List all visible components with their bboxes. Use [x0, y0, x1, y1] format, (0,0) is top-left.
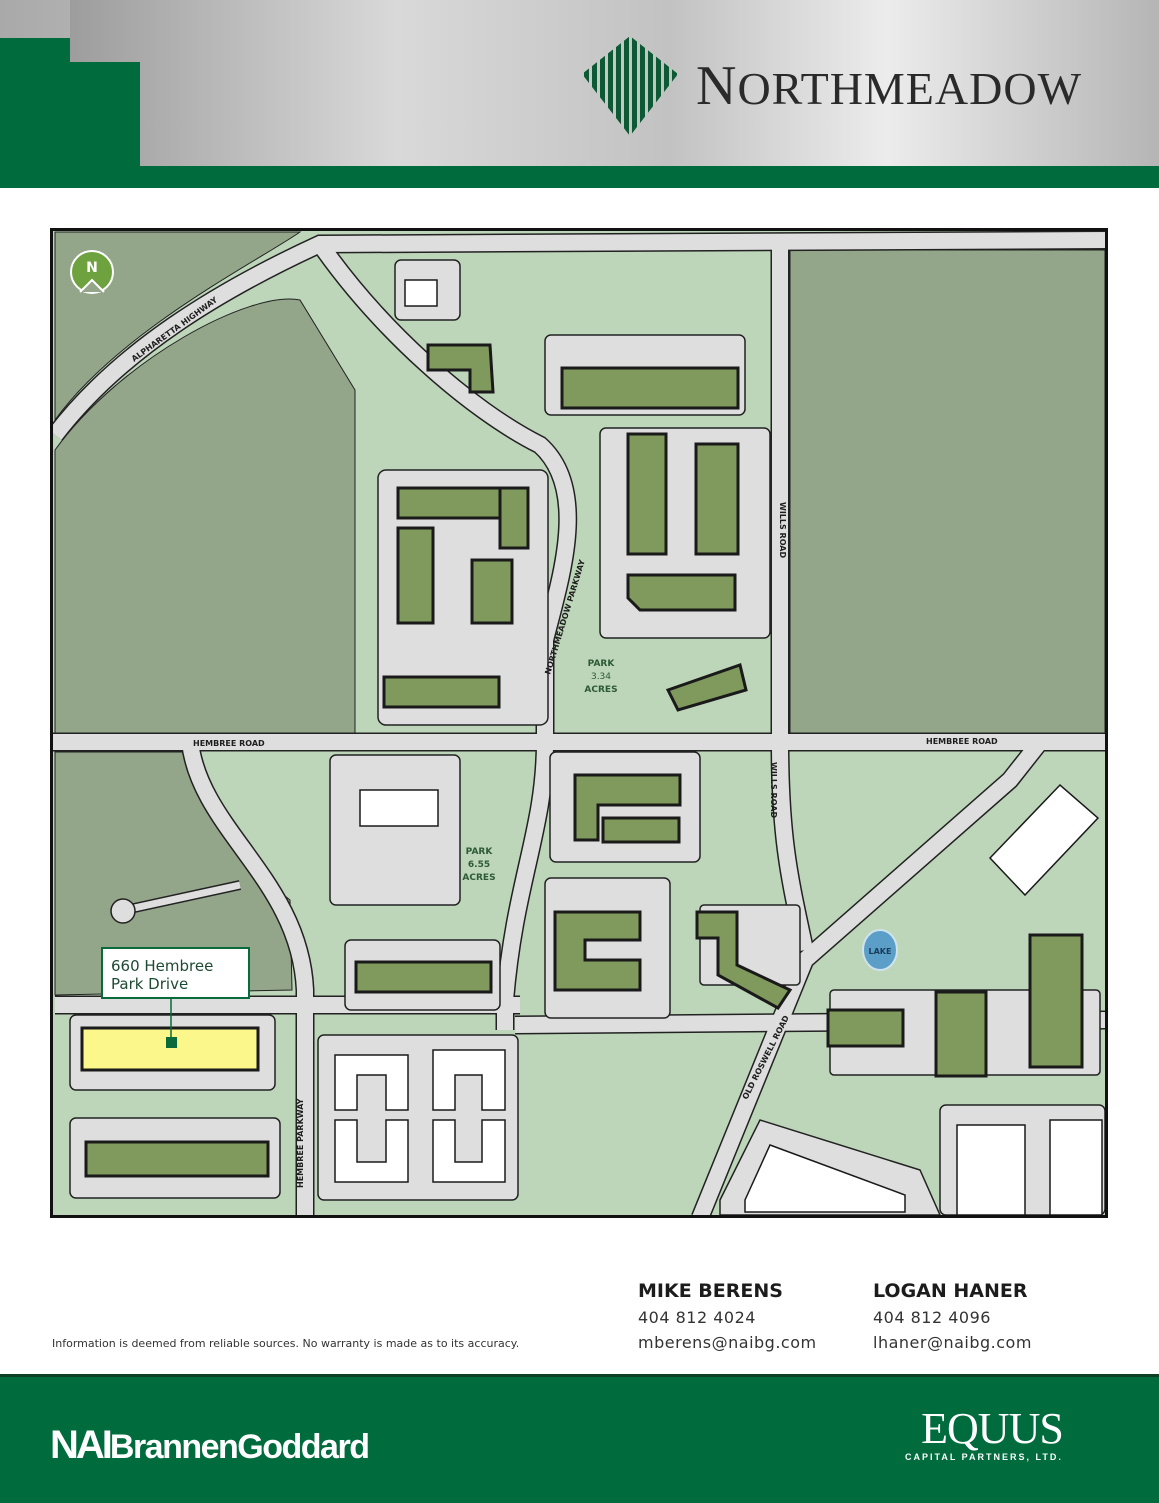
- park2-size: 6.55: [468, 860, 490, 870]
- park1-size: 3.34: [591, 672, 611, 682]
- callout-box: [101, 947, 250, 999]
- building: [396, 526, 435, 625]
- building: [426, 343, 495, 394]
- building: [560, 366, 740, 410]
- equus-logo: EQUUS CAPITAL PARTNERS, LTD.: [905, 1403, 1064, 1462]
- wooded-area-northwest: [54, 231, 302, 422]
- building: [695, 910, 793, 1010]
- callout-marker: [166, 1037, 177, 1048]
- road-label-wills-bottom: WILLS ROAD: [769, 762, 778, 818]
- header-metal-panel: [70, 0, 1159, 166]
- building: [665, 663, 748, 712]
- brand-initial: N: [696, 55, 738, 117]
- road-label-hembree-parkway: HEMBREE PARKWAY: [296, 1098, 305, 1188]
- header-banner: NORTHMEADOW: [0, 0, 1159, 188]
- disclaimer: Information is deemed from reliable sour…: [52, 1337, 520, 1350]
- footer-banner: NAIBrannenGoddard EQUUS CAPITAL PARTNERS…: [0, 1374, 1159, 1503]
- contact-email[interactable]: mberens@naibg.com: [638, 1333, 817, 1352]
- road-label-hembree-right: HEMBREE ROAD: [926, 737, 998, 746]
- callout-line1: 660 Hembree: [111, 957, 213, 975]
- northmeadow-diamond-icon: [584, 36, 677, 136]
- contact-phone: 404 812 4024: [638, 1308, 756, 1327]
- callout-line2: Park Drive: [111, 975, 188, 993]
- nai-name: BrannenGoddard: [109, 1428, 370, 1466]
- contact-phone: 404 812 4096: [873, 1308, 991, 1327]
- site-map: LAKE 660 Hembree Park Drive N ALPHARETTA…: [50, 228, 1108, 1218]
- park1-unit: ACRES: [584, 685, 617, 695]
- building: [553, 910, 642, 992]
- lake-label: LAKE: [869, 947, 892, 956]
- park1-name: PARK: [588, 659, 616, 669]
- building: [1028, 933, 1084, 1069]
- road-label-wills-top: WILLS ROAD: [778, 502, 787, 558]
- building: [382, 675, 501, 709]
- brand-rest: ORTHMEADOW: [737, 63, 1082, 114]
- contact-logan-haner: LOGAN HANER 404 812 4096 lhaner@naibg.co…: [873, 1280, 1032, 1352]
- building: [826, 1008, 905, 1048]
- building: [498, 486, 530, 550]
- contact-email[interactable]: lhaner@naibg.com: [873, 1333, 1032, 1352]
- highlighted-building-660-hembree: [80, 1026, 260, 1072]
- building: [934, 990, 988, 1078]
- road-label-hembree-left: HEMBREE ROAD: [193, 739, 265, 748]
- building: [601, 816, 681, 844]
- nai-brannen-goddard-logo: NAIBrannenGoddard: [50, 1423, 370, 1468]
- building: [354, 960, 493, 994]
- svg-text:N: N: [86, 260, 98, 276]
- equus-subtitle: CAPITAL PARTNERS, LTD.: [905, 1452, 1063, 1462]
- contact-mike-berens: MIKE BERENS 404 812 4024 mberens@naibg.c…: [638, 1280, 817, 1352]
- building: [626, 573, 737, 612]
- nai-prefix: NAI: [50, 1423, 113, 1467]
- building: [626, 432, 668, 556]
- northmeadow-logo: NORTHMEADOW: [580, 36, 1082, 136]
- wooded-area-east: [789, 249, 1106, 736]
- building: [470, 558, 514, 625]
- building: [84, 1140, 270, 1178]
- contact-name: LOGAN HANER: [873, 1280, 1028, 1302]
- equus-name: EQUUS: [921, 1404, 1064, 1453]
- building: [573, 773, 682, 842]
- north-arrow-icon: N: [70, 250, 114, 294]
- lake: [862, 929, 898, 971]
- brand-name: NORTHMEADOW: [696, 54, 1082, 118]
- contact-name: MIKE BERENS: [638, 1280, 783, 1302]
- park2-unit: ACRES: [462, 873, 495, 883]
- wooded-area-west: [54, 298, 356, 736]
- park2-name: PARK: [466, 847, 494, 857]
- building: [694, 442, 740, 556]
